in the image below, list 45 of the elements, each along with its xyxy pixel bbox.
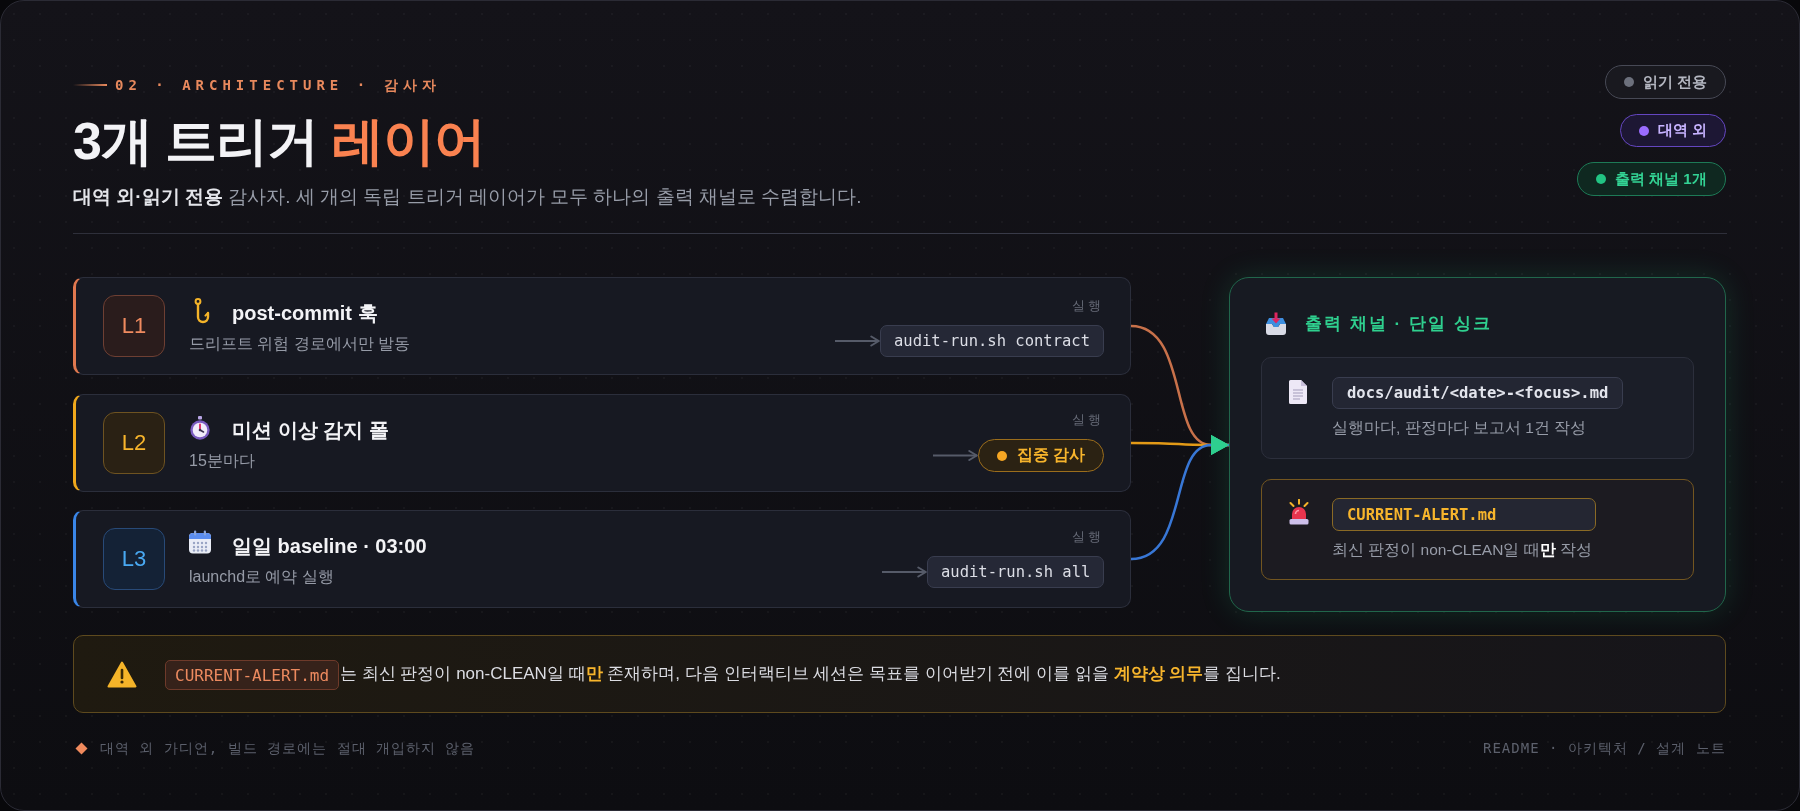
- output-panel: [1229, 277, 1726, 612]
- code-chip: docs/audit/<date>-<focus>.md: [1332, 377, 1624, 409]
- layer-card: [73, 277, 1131, 375]
- layer-card: [73, 394, 1131, 492]
- warning-banner: [73, 635, 1726, 713]
- mode-label: 집중 감사: [1017, 445, 1086, 465]
- run-label: 실행: [1072, 528, 1104, 546]
- status-pill: [1605, 65, 1727, 99]
- code-chip: audit-run.sh all: [927, 556, 1105, 588]
- card-subtitle: 15분마다: [189, 451, 255, 471]
- card-title: post-commit 훅: [232, 301, 378, 326]
- status-pill: [1620, 114, 1727, 147]
- card-title: 미션 이상 감지 폴: [232, 418, 389, 443]
- status-label: 출력 채널 1개: [1615, 169, 1707, 189]
- layer-badge: L1: [103, 295, 165, 357]
- connector-arrow: [1130, 435, 1229, 561]
- footer-note: 대역 외 가디언, 빌드 경로에는 절대 개입하지 않음: [100, 739, 476, 758]
- status-pill: [1577, 162, 1726, 196]
- section-eyebrow: 02 · ARCHITECTURE · 감사자: [115, 76, 441, 95]
- panel-heading: 출력 채널 · 단일 싱크: [1305, 313, 1492, 335]
- arrow: [932, 450, 978, 461]
- layer-badge: L3: [103, 528, 165, 590]
- layer-card: [73, 510, 1131, 608]
- card-subtitle: 드리프트 위험 경로에서만 발동: [189, 334, 411, 354]
- footer-links: README · 아키텍처 / 설계 노트: [1483, 739, 1726, 758]
- mode-pill: [978, 439, 1105, 472]
- code-chip: CURRENT-ALERT.md: [1332, 498, 1596, 531]
- card-title: 일일 baseline · 03:00: [232, 534, 427, 559]
- run-label: 실행: [1072, 297, 1104, 315]
- card-description: 최신 판정이 non-CLEAN일 때만 작성: [1332, 540, 1592, 560]
- layer-badge: L2: [103, 412, 165, 474]
- warning-text: 는 최신 판정이 non-CLEAN일 때만 존재하며, 다음 인터랙티브 세션은 목표를 이어받기 전에 이를 읽을 계약상 의무를 집니다.: [340, 663, 1281, 685]
- arrow: [881, 566, 927, 578]
- output-card: [1261, 357, 1694, 459]
- code-chip: CURRENT-ALERT.md: [165, 660, 340, 690]
- output-card: [1261, 479, 1694, 580]
- code-chip: audit-run.sh contract: [880, 325, 1104, 357]
- page-title: 3개 트리거 레이어: [73, 111, 485, 172]
- run-label: 실행: [1072, 411, 1104, 429]
- status-label: 읽기 전용: [1643, 72, 1708, 92]
- card-subtitle: launchd로 예약 실행: [189, 567, 334, 587]
- card-description: 실행마다, 판정마다 보고서 1건 작성: [1332, 418, 1587, 438]
- arrow: [834, 335, 880, 347]
- status-label: 대역 외: [1658, 121, 1708, 140]
- subtitle: 대역 외·읽기 전용 감사자. 세 개의 독립 트리거 레이어가 모두 하나의 출력 채널로 수렴합니다.: [73, 185, 862, 209]
